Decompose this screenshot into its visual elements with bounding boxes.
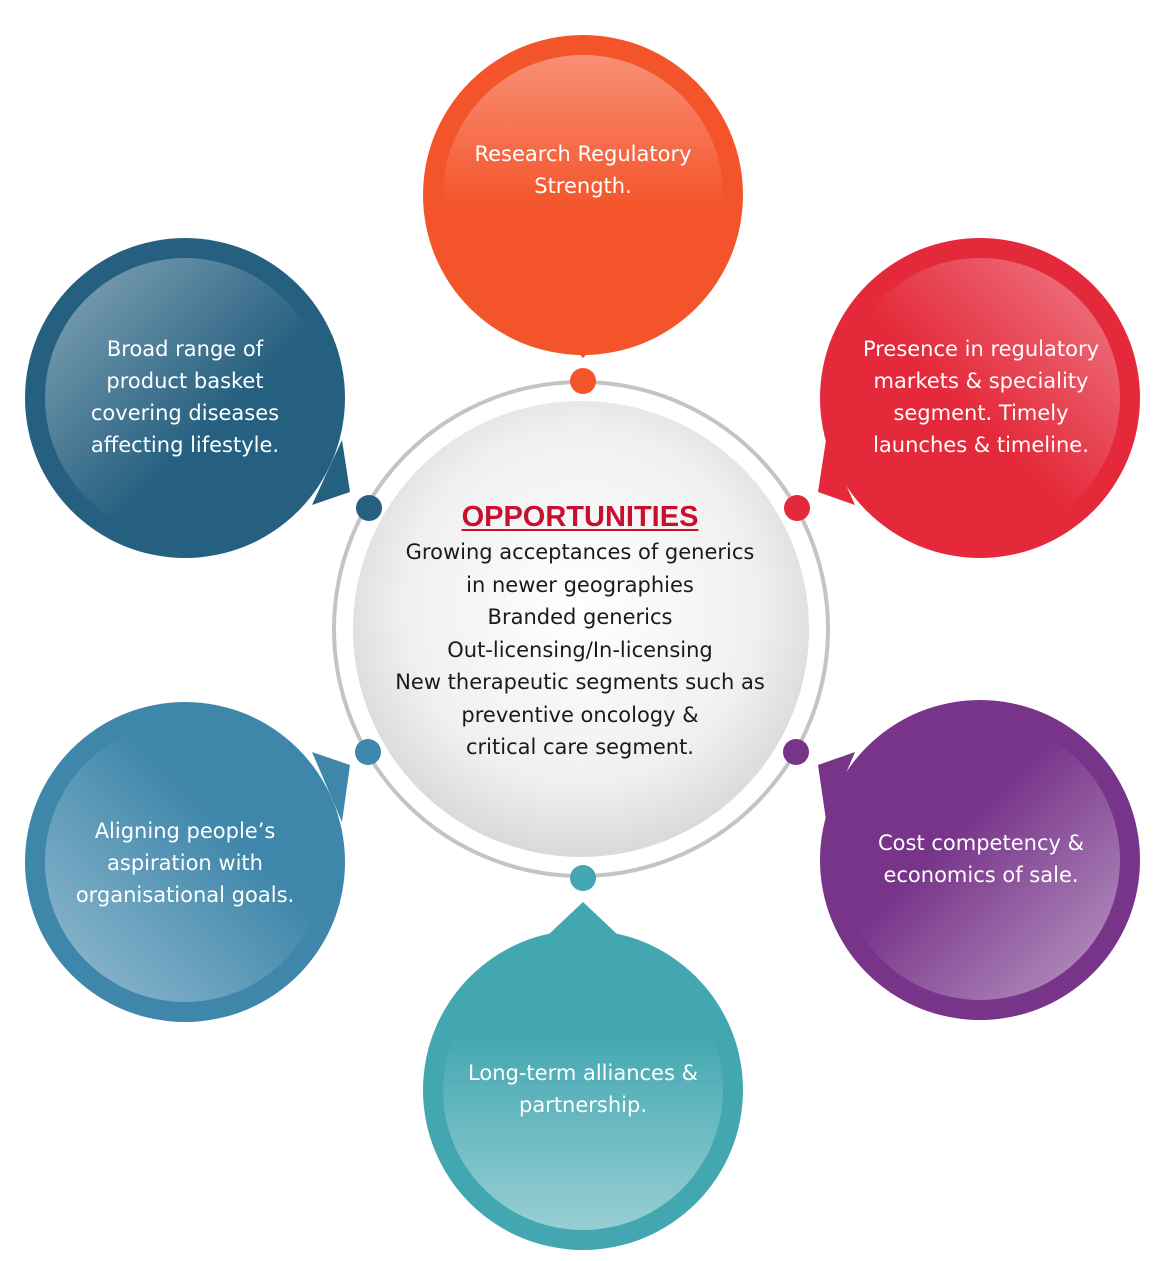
bubble-bottom xyxy=(423,902,743,1250)
bubble-gloss xyxy=(443,55,723,335)
center-title: OPPORTUNITIES xyxy=(461,501,699,533)
bubble-line: Research Regulatory xyxy=(474,142,692,166)
bubble-text-top: Research Regulatory Strength. xyxy=(450,120,716,220)
bubble-text-top-right: Presence in regulatory markets & special… xyxy=(848,330,1114,464)
center-line: Out-licensing/In-licensing xyxy=(447,637,713,662)
bubble-top-right xyxy=(818,238,1140,558)
bubble-line: Cost competency & xyxy=(878,831,1084,855)
bubble-gloss xyxy=(45,722,325,1002)
connector-dot xyxy=(784,495,810,521)
connector-dot xyxy=(355,739,381,765)
connector-dot xyxy=(783,739,809,765)
bubble-line: affecting lifestyle. xyxy=(90,433,280,457)
bubble-line: organisational goals. xyxy=(75,883,295,907)
bubble-gloss xyxy=(443,950,723,1230)
bubble-pointer xyxy=(548,902,618,935)
bubble-text-bottom: Long-term alliances & partnership. xyxy=(450,1050,716,1128)
center-line: in newer geographies xyxy=(466,572,694,597)
bubble-gloss xyxy=(840,258,1120,538)
bubble-gloss xyxy=(45,258,325,538)
bubble-line: economics of sale. xyxy=(883,863,1079,887)
bubble-pointer xyxy=(312,440,350,505)
bubble-top-left xyxy=(25,238,350,558)
bubble-bottom-right xyxy=(818,700,1140,1020)
bubble-text-top-left: Broad range of product basket covering d… xyxy=(52,330,318,464)
center-text-block: OPPORTUNITIES Growing acceptances of gen… xyxy=(360,498,800,764)
bubble-line: markets & speciality xyxy=(873,369,1089,393)
bubble-pointer xyxy=(818,440,855,505)
bubble-line: Aligning people’s xyxy=(94,819,276,843)
bubble-bottom-left xyxy=(25,702,350,1022)
bubble-line: segment. Timely xyxy=(893,401,1069,425)
center-line: critical care segment. xyxy=(466,735,694,759)
bubble-line: launches & timeline. xyxy=(873,433,1089,457)
connector-dot xyxy=(570,368,596,394)
center-line: Growing acceptances of generics xyxy=(405,540,755,564)
bubble-line: partnership. xyxy=(518,1093,648,1117)
bubble-top xyxy=(423,35,743,358)
bubble-text-bottom-left: Aligning people’s aspiration with organi… xyxy=(52,810,318,916)
bubble-line: Broad range of xyxy=(106,337,264,361)
bubble-gloss xyxy=(840,720,1120,1000)
connector-dot xyxy=(356,495,382,521)
bubble-line: product basket xyxy=(106,369,264,393)
center-line: Branded generics xyxy=(487,605,673,629)
bubble-line: Strength. xyxy=(534,174,632,198)
bubble-line: Long-term alliances & xyxy=(468,1061,698,1085)
bubble-line: aspiration with xyxy=(107,851,263,875)
bubble-layer xyxy=(25,35,1140,1250)
bubble-text-bottom-right: Cost competency & economics of sale. xyxy=(848,820,1114,898)
center-line: New therapeutic segments such as xyxy=(395,670,765,694)
bubble-line: covering diseases xyxy=(90,401,280,425)
connector-dot xyxy=(570,865,596,891)
bubble-pointer xyxy=(312,752,350,822)
bubble-line: Presence in regulatory xyxy=(862,337,1100,361)
center-line: preventive oncology & xyxy=(461,702,699,727)
bubble-pointer xyxy=(818,752,855,820)
center-circle xyxy=(353,401,809,857)
